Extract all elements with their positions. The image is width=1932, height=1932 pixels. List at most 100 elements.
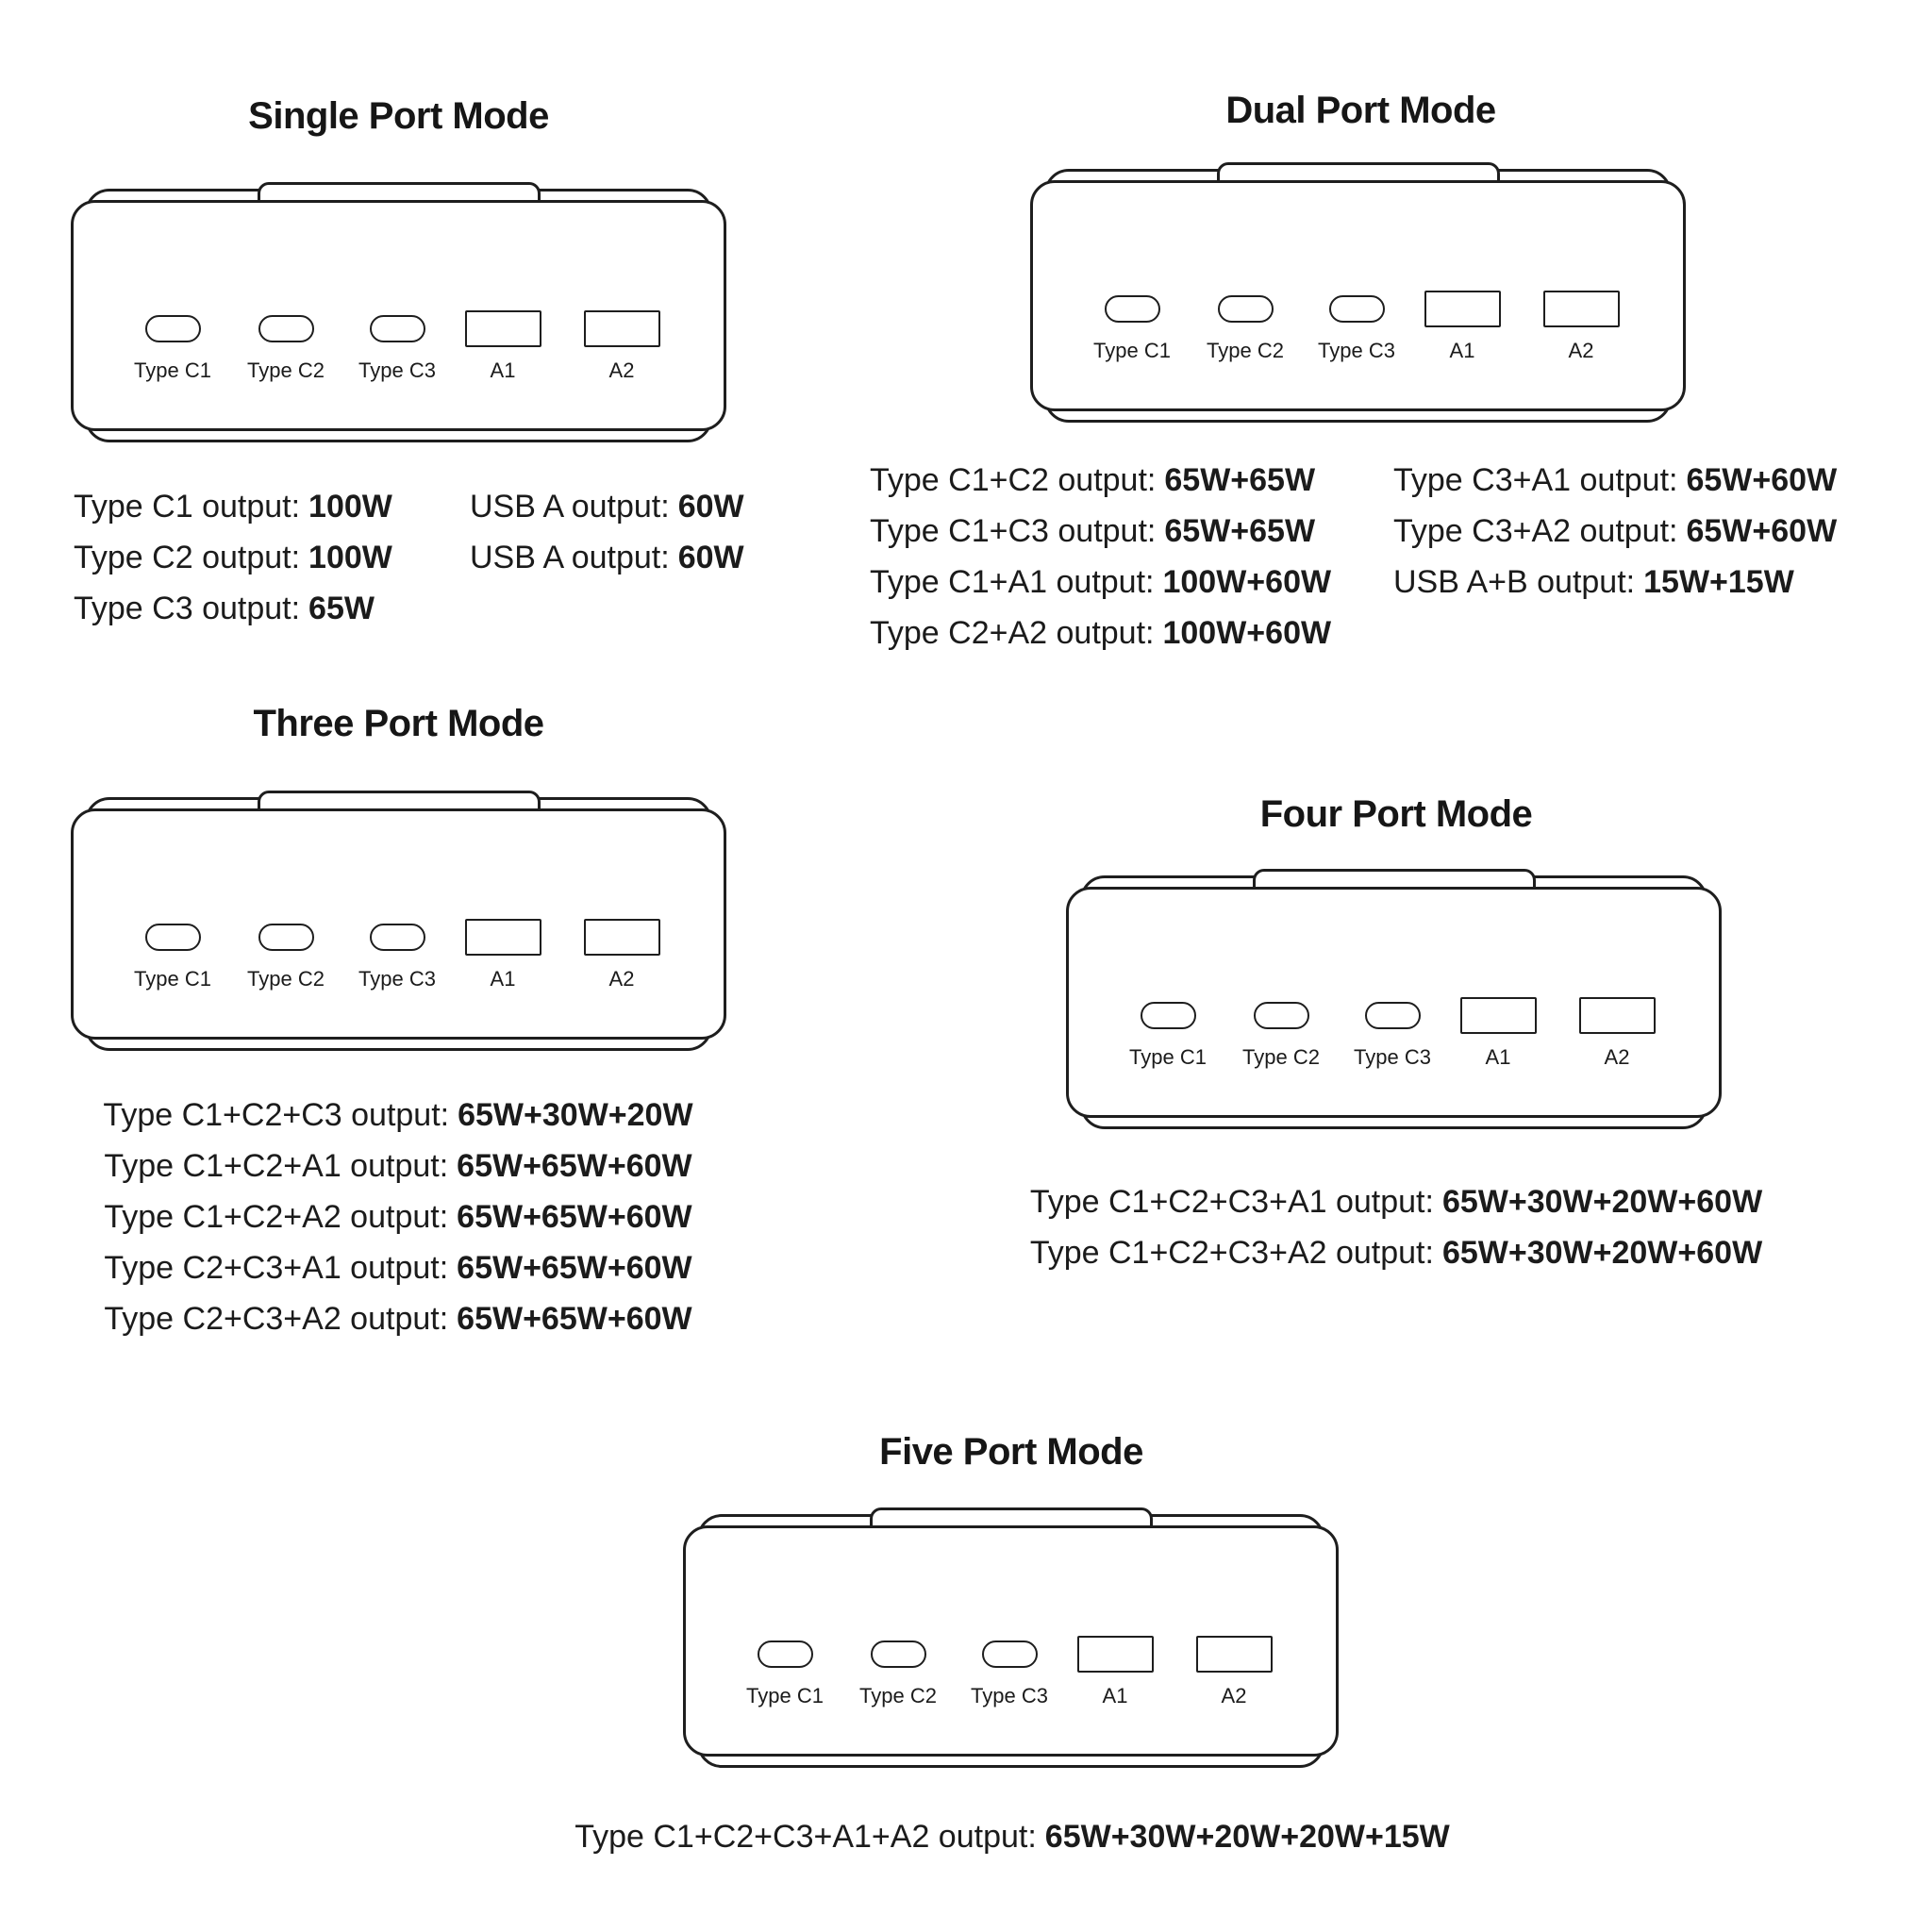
charger-face: Type C1 Type C2 Type C3 A1 A2 — [71, 808, 726, 1040]
port-label: Type C3 — [971, 1684, 1048, 1707]
three-port-specs: Type C1+C2+C3 output: 65W+30W+20W Type C… — [38, 1090, 758, 1344]
port-group: Type C1 — [1075, 287, 1189, 361]
charger-illustration-four: Type C1 Type C2 Type C3 A1 A2 — [1066, 869, 1722, 1129]
usb-c-port-icon — [369, 923, 425, 951]
port-label: Type C3 — [358, 967, 436, 991]
port-group: Type C3 — [1336, 993, 1449, 1068]
spec-label: Type C1+C2+A1 output: — [104, 1148, 449, 1184]
usb-c-port-icon — [369, 314, 425, 342]
usb-a-port-icon — [464, 309, 541, 347]
port-label: A1 — [1102, 1684, 1128, 1707]
usb-a-port-icon — [1459, 996, 1537, 1034]
spec-label: Type C1+A1 output: — [870, 564, 1155, 600]
port-label: Type C2 — [1207, 339, 1284, 362]
spec-label: Type C1+C3 output: — [870, 513, 1157, 549]
spec-row: Type C1+C3 output: 65W+65W — [870, 506, 1331, 557]
usb-a-port-icon — [583, 309, 660, 347]
usb-a-port-icon — [1424, 290, 1501, 327]
spec-value: 100W+60W — [1162, 615, 1332, 651]
port-group: Type C1 — [116, 307, 229, 381]
port-label: A2 — [608, 358, 635, 382]
port-label: Type C2 — [247, 358, 325, 382]
port-group: Type C3 — [1300, 287, 1413, 361]
spec-label: Type C2 output: — [74, 540, 301, 575]
spec-label: Type C1+C2+C3 output: — [103, 1097, 450, 1133]
spec-label: Type C3+A2 output: — [1393, 513, 1678, 549]
usb-c-port-icon — [1328, 294, 1385, 323]
port-group: Type C3 — [341, 915, 454, 990]
port-group: A1 — [446, 915, 559, 990]
spec-row: Type C1+C2+A1 output: 65W+65W+60W — [38, 1141, 758, 1191]
spec-value: 65W+30W+20W+60W — [1441, 1184, 1763, 1220]
spec-value: 65W+30W+20W+20W+15W — [1044, 1819, 1450, 1855]
spec-label: Type C1+C2+C3+A1 output: — [1029, 1184, 1434, 1220]
spec-label: USB A output: — [470, 540, 670, 575]
spec-value: 65W+30W+20W — [458, 1097, 693, 1133]
usb-a-port-icon — [1076, 1635, 1154, 1673]
spec-label: Type C1 output: — [74, 489, 301, 525]
port-label: A2 — [608, 967, 635, 991]
usb-c-port-icon — [1104, 294, 1160, 323]
usb-c-port-icon — [1364, 1001, 1421, 1029]
spec-row: Type C2+C3+A1 output: 65W+65W+60W — [38, 1242, 758, 1293]
port-group: Type C3 — [953, 1632, 1066, 1707]
single-port-specs-col1: Type C1 output: 100W Type C2 output: 100… — [74, 481, 392, 634]
spec-value: 100W — [308, 489, 392, 525]
usb-c-port-icon — [870, 1640, 926, 1668]
dual-port-mode-title: Dual Port Mode — [1225, 90, 1496, 131]
spec-value: 65W+65W+60W — [457, 1148, 692, 1184]
port-group: A2 — [1524, 287, 1638, 361]
port-label: Type C1 — [134, 967, 211, 991]
spec-label: Type C1+C2+C3+A2 output: — [1029, 1235, 1434, 1271]
spec-row: Type C2 output: 100W — [74, 532, 392, 583]
spec-value: 65W+65W+60W — [457, 1250, 692, 1286]
port-label: A1 — [490, 967, 516, 991]
single-port-mode-title: Single Port Mode — [248, 95, 549, 137]
spec-row: Type C1+C2+A2 output: 65W+65W+60W — [38, 1191, 758, 1242]
spec-value: 65W+60W — [1686, 513, 1838, 549]
port-group: A2 — [565, 307, 678, 381]
port-group: A1 — [1406, 287, 1519, 361]
port-label: A2 — [1221, 1684, 1247, 1707]
spec-row: Type C3+A1 output: 65W+60W — [1393, 455, 1837, 506]
spec-value: 60W — [677, 489, 744, 525]
spec-value: 65W+65W — [1164, 462, 1316, 498]
port-group: A1 — [446, 307, 559, 381]
spec-value: 100W — [308, 540, 392, 575]
port-group: Type C1 — [728, 1632, 841, 1707]
spec-row: Type C1 output: 100W — [74, 481, 392, 532]
charger-illustration-five: Type C1 Type C2 Type C3 A1 A2 — [683, 1507, 1339, 1768]
dual-port-specs-col2: Type C3+A1 output: 65W+60W Type C3+A2 ou… — [1393, 455, 1837, 608]
port-group: A2 — [565, 915, 678, 990]
port-label: Type C3 — [1318, 339, 1395, 362]
usb-c-port-icon — [144, 314, 201, 342]
spec-label: USB A+B output: — [1393, 564, 1636, 600]
spec-value: 15W+15W — [1643, 564, 1794, 600]
port-group: Type C2 — [1189, 287, 1302, 361]
port-group: Type C2 — [229, 915, 342, 990]
spec-value: 65W+30W+20W+60W — [1441, 1235, 1763, 1271]
spec-label: Type C1+C2+C3+A1+A2 output: — [575, 1819, 1037, 1855]
spec-value: 100W+60W — [1162, 564, 1332, 600]
spec-value: 60W — [677, 540, 744, 575]
port-label: Type C2 — [1242, 1045, 1320, 1069]
port-label: Type C1 — [1093, 339, 1171, 362]
spec-label: Type C2+C3+A1 output: — [104, 1250, 449, 1286]
charger-face: Type C1 Type C2 Type C3 A1 A2 — [71, 200, 726, 431]
spec-label: Type C3+A1 output: — [1393, 462, 1678, 498]
port-label: A1 — [490, 358, 516, 382]
charger-illustration-single: Type C1 Type C2 Type C3 A1 A2 — [71, 182, 726, 442]
port-group: Type C3 — [341, 307, 454, 381]
usb-a-port-icon — [1578, 996, 1656, 1034]
port-group: A1 — [1441, 993, 1555, 1068]
five-port-specs: Type C1+C2+C3+A1+A2 output: 65W+30W+20W+… — [493, 1811, 1531, 1862]
spec-label: USB A output: — [470, 489, 670, 525]
spec-value: 65W+65W — [1164, 513, 1316, 549]
spec-label: Type C2+A2 output: — [870, 615, 1155, 651]
usb-a-port-icon — [1542, 290, 1620, 327]
three-port-mode-title: Three Port Mode — [253, 703, 544, 744]
spec-row: Type C2+A2 output: 100W+60W — [870, 608, 1331, 658]
port-label: A1 — [1449, 339, 1475, 362]
spec-row: Type C1+C2+C3 output: 65W+30W+20W — [38, 1090, 758, 1141]
four-port-specs: Type C1+C2+C3+A1 output: 65W+30W+20W+60W… — [1000, 1176, 1792, 1278]
